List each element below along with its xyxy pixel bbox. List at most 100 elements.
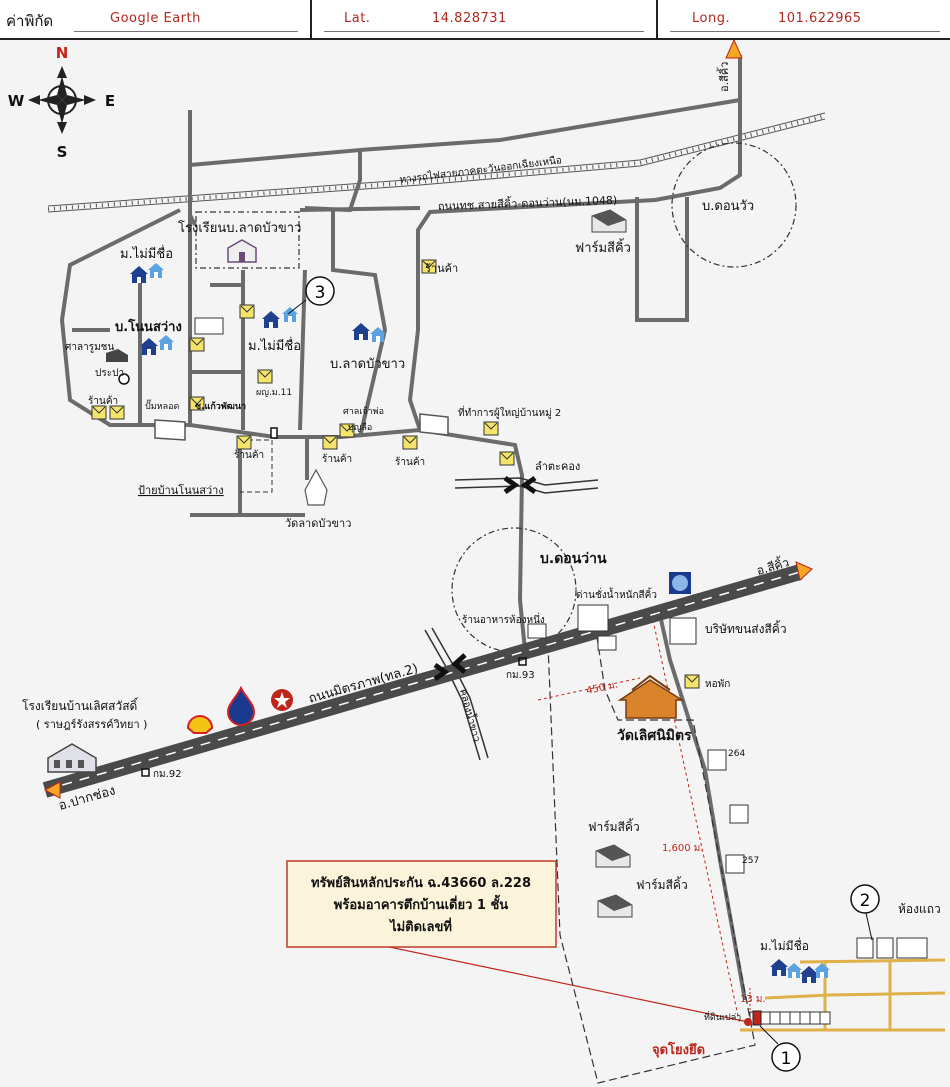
km-label: กม.93 [506,670,535,681]
weigh-station-logo-icon [669,572,691,594]
long-label: Long. [692,11,731,26]
school-label: ( ราษฎร์รังสรรค์วิทยา ) [36,718,147,731]
lat-label: Lat. [344,11,371,26]
shop-label: ร้านค้า [234,449,264,461]
location-map: N S E W [8,40,946,1084]
ban-donwan-area [451,527,577,653]
village-label: บ.ลาดบัวขาว [330,357,405,372]
village-roads [740,958,946,1032]
svg-text:3: 3 [315,283,326,303]
vacant-land-label: ที่ดินเปล่า [704,1010,741,1023]
office-label: ที่ทำการผู้ใหญ่บ้านหมู่ 2 [458,405,561,419]
compass-e: E [105,92,115,110]
shop-label: ร้านค้า [395,456,425,468]
compass-s: S [57,143,68,161]
long-cell: Long. 101.622965 [658,0,950,38]
shrine-label: บุญลือ [348,422,372,433]
shrine-label: ศาลเจ้าพ่อ [343,406,384,417]
coord-label: ค่าพิกัด [6,12,54,30]
marker-2: 2 [850,884,880,941]
house-number: 257 [742,856,759,866]
km-label: กม.92 [153,769,182,780]
restaurant-label: ร้านอาหารห้องหนึ่ง [462,612,545,626]
coordinate-header: ค่าพิกัด Google Earth Lat. 14.828731 Lon… [0,0,950,40]
lat-value: 14.828731 [432,11,507,26]
mittraphap-highway [42,564,803,798]
km-marker-icon [141,427,527,777]
callout-line1: ทรัพย์สินหลักประกัน ฉ.43660 ล.228 [311,875,531,891]
stream-label: ลำตะคอง [535,460,580,473]
village-label: บ.ดอนว่าน [540,551,607,567]
long-value: 101.622965 [778,11,862,26]
property-marker [752,1010,762,1026]
canal-label: คลองน้ำขาว [457,687,485,743]
sign-label: ป้ายบ้านโนนสว่าง [138,483,224,497]
compass-rose: N S E W [8,44,115,161]
svg-text:1: 1 [781,1049,792,1069]
ban-donwua-area [671,142,797,268]
anchor-dot [744,1018,752,1026]
building [194,317,928,959]
underline [670,31,940,32]
weigh-station-label: ด่านชั่งน้ำหนักสีคิ้ว [576,587,657,601]
temple-label: วัดเลิศนิมิตร [617,728,692,744]
callout-leader [379,944,749,1023]
shop-label: ร้านค้า [88,395,118,407]
marker-1: 1 [759,1025,801,1072]
shop-label: ร้านค้า [322,453,352,465]
compass-w: W [8,92,25,110]
water-supply-icon [118,373,130,385]
callout-line3: ไม่ติดเลขที่ [388,917,452,935]
soi-label: ซ.แก้วพัฒนา [195,401,246,412]
to-sikhio-top-arrow [725,40,743,59]
dorm-label: หอพัก [705,679,730,690]
village-label: บ.โนนสว่าง [115,318,182,335]
farm-label: ฟาร์มสีคิ้ว [636,876,688,892]
callout-line2: พร้อมอาคารตึกบ้านเดี่ยว 1 ชั้น [334,894,508,913]
lat-cell: Lat. 14.828731 [312,0,658,38]
farm-label: ฟาร์มสีคิ้ว [575,238,631,256]
local-roads [59,55,747,1001]
farm-boundary [547,636,756,1084]
to-sikhio-arrow [795,561,813,581]
coord-source-cell: ค่าพิกัด Google Earth [0,0,312,38]
underline [324,31,644,32]
school-icon [47,239,257,773]
underline [74,31,298,32]
shophouse-label: ห้องแถว [898,902,941,916]
road-label: ถนนทช.สายสีคิ้ว-ดอนว่าน(นม.1048) [438,192,618,213]
coord-source: Google Earth [110,11,201,26]
ban-donwua-label: บ.ดอนวัว [702,199,754,214]
prapa-label: ประปา [95,368,124,379]
railway [47,112,826,213]
compass-n: N [56,44,69,62]
to-pak-chong-arrow [43,781,61,799]
distance-450-label: 450 ม. [585,680,619,697]
headman-label: ผญ.ม.11 [256,388,292,398]
caltex-logo-icon [271,689,293,711]
gas-station-label: ปั๊มหลอด [145,399,179,412]
distance-1600-label: 1,600 ม. [662,843,704,854]
railway-label: ทางรถไฟสายภาคตะวันออกเฉียงเหนือ [399,154,563,186]
collateral-callout [286,860,557,948]
sala-icon [106,349,128,362]
to-sikhio-top-label: อ.สีคิ้ว [716,62,731,92]
house-number: 264 [728,749,745,759]
shop-label: ร้านค้า [425,262,458,275]
distance-line-450 [537,677,641,701]
school-label: โรงเรียนบ.ลาดบัวขาว [178,220,301,236]
sala-label: ศาลารูมชน [65,342,114,353]
company-label: บริษัทขนส่งสีคิ้ว [705,620,787,636]
school-label: โรงเรียนบ้านเลิศสวัสดิ์ [22,697,139,713]
shell-logo-icon [186,715,214,734]
svg-text:2: 2 [860,891,871,911]
ptt-logo-icon [226,685,256,726]
marker-3: 3 [287,276,335,315]
temple-label: วัดลาดบัวขาว [285,517,351,530]
farm-label: ฟาร์มสีคิ้ว [588,818,640,834]
village-label: ม.ไม่มีชื่อ [760,937,809,953]
sign-boundary [240,439,273,493]
temple-icon [304,468,685,719]
bridge [433,475,537,682]
distance-13-label: 13 ม. [740,994,766,1005]
